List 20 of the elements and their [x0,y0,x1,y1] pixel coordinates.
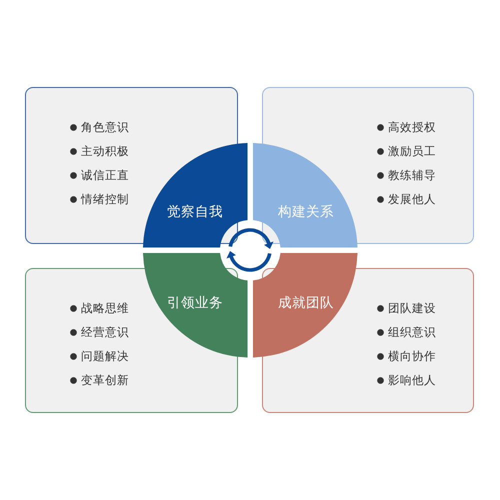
bullet-item: 影响他人 [377,373,436,388]
bullet-item: 诚信正直 [70,168,129,183]
bullet-item: 战略思维 [70,301,129,316]
bullet-item: 主动积极 [70,144,129,159]
bullet-item: 经营意识 [70,325,129,340]
bullet-item: 高效授权 [377,120,436,135]
bullet-item: 教练辅导 [377,168,436,183]
bullet-item: 团队建设 [377,301,436,316]
segment-label: 成就团队 [278,295,334,311]
bullet-item: 情绪控制 [70,192,129,207]
bullet-item: 组织意识 [377,325,436,340]
bullet-item: 变革创新 [70,373,129,388]
segment-label: 引领业务 [167,295,223,311]
bullet-item: 横向协作 [377,349,436,364]
segment-label: 觉察自我 [167,204,223,220]
segment-label: 构建关系 [278,204,334,220]
bullet-item: 问题解决 [70,349,129,364]
bullet-item: 角色意识 [70,120,129,135]
bullet-item: 激励员工 [377,144,436,159]
bullet-item: 发展他人 [377,192,436,207]
